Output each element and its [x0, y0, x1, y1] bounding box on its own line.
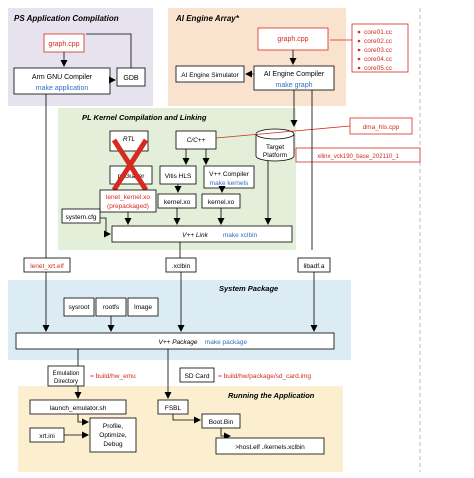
aie-compiler-label: AI Engine Compiler — [264, 71, 325, 78]
xclbin-label: .xclbin — [172, 263, 191, 270]
lenet-prepackaged-label: (prepackaged) — [107, 203, 149, 210]
cpp-source-label: C/C++ — [187, 137, 206, 144]
profile-label-2: Optimize, — [99, 432, 127, 439]
core-file-item: core03.cc — [364, 47, 393, 54]
libadf-label: libadf.a — [304, 263, 325, 270]
core-files-list: core01.cc core02.cc core03.cc core04.cc … — [357, 29, 393, 72]
target-platform-label-1: Target — [266, 144, 284, 151]
profile-label-3: Debug — [103, 441, 123, 448]
bullet-icon — [357, 57, 361, 61]
platform-name-label: xilinx_vck190_base_202110_1 — [317, 154, 399, 160]
vpp-package-label: V++ Package — [158, 339, 197, 346]
xrt-ini-label: xrt.ini — [39, 433, 55, 440]
pl-section-title: PL Kernel Compilation and Linking — [82, 113, 207, 122]
vpp-compiler-label: V++ Compiler — [209, 171, 250, 178]
sd-card-path-label: = build/hw/package/sd_card.img — [218, 373, 311, 380]
cpp-source-doc — [175, 130, 217, 150]
elf-label: lenet_xrt.elf — [30, 263, 64, 270]
sysroot-doc — [63, 297, 95, 317]
vpp-package-box — [15, 332, 335, 350]
sd-card-label: SD Card — [185, 373, 210, 380]
image-label: Image — [134, 304, 152, 311]
running-section-title: Running the Application — [228, 391, 315, 400]
vpp-compiler-cmd: make kernels — [210, 180, 249, 187]
core-files-box — [351, 23, 409, 73]
image-doc — [127, 297, 159, 317]
kernel-xo-label-2: kernel.xo — [208, 199, 235, 206]
core-file-item: core01.cc — [364, 29, 393, 36]
platform-name-box — [295, 147, 421, 163]
profile-label-1: Profile, — [103, 423, 123, 430]
system-cfg-doc — [61, 208, 101, 224]
fsbl-label: FSBL — [165, 405, 182, 412]
vpp-link-box — [111, 225, 293, 243]
aie-graph-cpp-label: graph.cpp — [277, 36, 308, 43]
host-cmd-box — [215, 437, 325, 455]
dma-hls-cpp-label: dma_hls.cpp — [363, 124, 400, 131]
host-cmd-label: >host.elf ./kernels.xclbin — [235, 444, 305, 451]
launch-emulator-label: launch_emulator.sh — [50, 405, 107, 412]
vpp-compiler-box — [203, 165, 255, 189]
emulation-directory-doc — [47, 365, 85, 387]
emulation-directory-label-1: Emulation — [53, 371, 80, 377]
core-file-item: core05.cc — [364, 65, 393, 72]
emulation-directory-label-2: Directory — [54, 379, 78, 385]
bullet-icon — [357, 30, 361, 34]
sysroot-label: sysroot — [69, 304, 90, 311]
aie-compiler-cmd: make graph — [276, 82, 313, 89]
bullet-icon — [357, 48, 361, 52]
rootfs-label: rootfs — [103, 304, 120, 311]
ps-section-title: PS Application Compilation — [14, 14, 119, 23]
sd-card-doc — [179, 367, 215, 383]
packager-label: packager — [118, 173, 146, 180]
lenet-kernel-xo-label: lenet_kernel.xo — [106, 194, 150, 201]
vitis-hls-label: Vitis HLS — [165, 173, 192, 180]
core-file-item: core02.cc — [364, 38, 393, 45]
elf-doc — [23, 257, 71, 273]
kernel-xo-label-1: kernel.xo — [164, 199, 191, 206]
boot-bin-label: Boot.Bin — [209, 419, 234, 426]
system-section-title: System Package — [219, 284, 278, 293]
bullet-icon — [357, 66, 361, 70]
bullet-icon — [357, 39, 361, 43]
cross-out-icon — [111, 138, 149, 192]
aie-simulator-label: AI Engine Simulator — [181, 72, 239, 79]
vpp-link-cmd: make xclbin — [223, 232, 258, 239]
system-cfg-label: system.cfg — [65, 214, 96, 221]
emulation-path-label: = build/hw_emu — [90, 373, 136, 380]
arm-gnu-compiler-label: Arm GNU Compiler — [32, 74, 93, 81]
rtl-label: RTL — [123, 136, 136, 143]
gdb-label: GDB — [123, 75, 139, 82]
vpp-package-cmd: make package — [205, 339, 248, 346]
target-platform-label-2: Platform — [263, 152, 287, 159]
ps-graph-cpp-label: graph.cpp — [48, 41, 79, 48]
aie-simulator-box — [175, 65, 245, 83]
aie-section-title: AI Engine Array* — [175, 14, 240, 23]
vpp-link-label: V++ Link — [182, 232, 208, 239]
core-file-item: core04.cc — [364, 56, 393, 63]
arm-gnu-compiler-box — [13, 67, 111, 95]
arm-gnu-compiler-cmd: make application — [36, 85, 89, 92]
profile-debug-box — [89, 417, 137, 453]
